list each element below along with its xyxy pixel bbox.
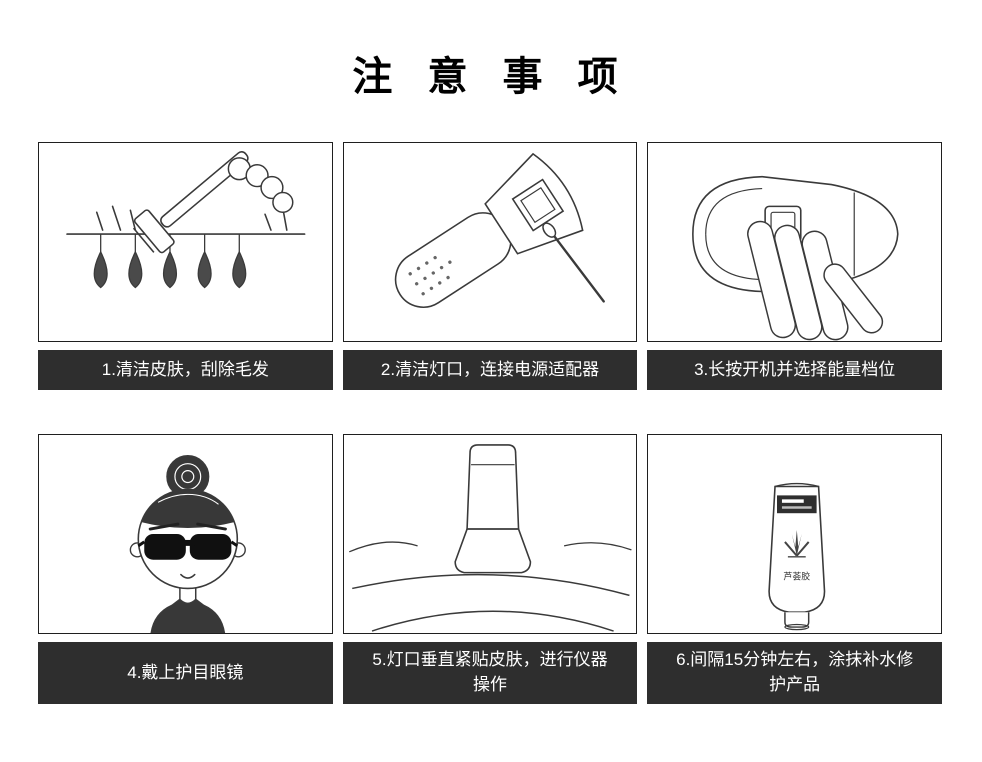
panel-step-1: 1.清洁皮肤，刮除毛发 <box>38 142 333 390</box>
panel-figure-4 <box>38 434 333 634</box>
page-title: 注 意 事 项 <box>352 55 630 99</box>
panel-step-5: 5.灯口垂直紧贴皮肤，进行仪器操作 <box>342 434 638 704</box>
panel-step-6: 芦荟胶 6.间隔15分钟左右，涂抹补水修护产品 <box>647 434 942 704</box>
device-perpendicular-on-skin-icon <box>348 444 632 632</box>
panel-figure-2 <box>342 142 638 342</box>
hand-pressing-power-button-icon <box>692 175 899 341</box>
panel-step-3: 3.长按开机并选择能量档位 <box>647 142 942 390</box>
panel-figure-5 <box>342 434 638 634</box>
panel-caption-3: 3.长按开机并选择能量档位 <box>647 350 942 390</box>
instruction-row-2: 4.戴上护目眼镜 5.灯口垂直紧贴皮肤，进行仪器操作 <box>38 434 942 704</box>
panel-step-4: 4.戴上护目眼镜 <box>38 434 333 704</box>
panel-caption-4: 4.戴上护目眼镜 <box>38 642 333 704</box>
instruction-row-1: 1.清洁皮肤，刮除毛发 <box>38 142 942 390</box>
moisturizing-gel-tube-icon: 芦荟胶 <box>768 482 826 631</box>
device-lamp-cleaning-icon <box>394 152 605 308</box>
razor-shaving-icon <box>66 151 306 289</box>
panel-caption-5: 5.灯口垂直紧贴皮肤，进行仪器操作 <box>342 642 638 704</box>
panel-caption-1: 1.清洁皮肤，刮除毛发 <box>38 350 333 390</box>
panel-figure-6: 芦荟胶 <box>647 434 942 634</box>
girl-wearing-goggles-icon <box>129 455 246 633</box>
panel-caption-2: 2.清洁灯口，连接电源适配器 <box>342 350 638 390</box>
panel-figure-3 <box>647 142 942 342</box>
tube-label: 芦荟胶 <box>784 571 811 582</box>
panel-figure-1 <box>38 142 333 342</box>
panel-caption-6: 6.间隔15分钟左右，涂抹补水修护产品 <box>647 642 942 704</box>
panel-step-2: 2.清洁灯口，连接电源适配器 <box>342 142 638 390</box>
instruction-grid: 1.清洁皮肤，刮除毛发 <box>38 142 942 704</box>
